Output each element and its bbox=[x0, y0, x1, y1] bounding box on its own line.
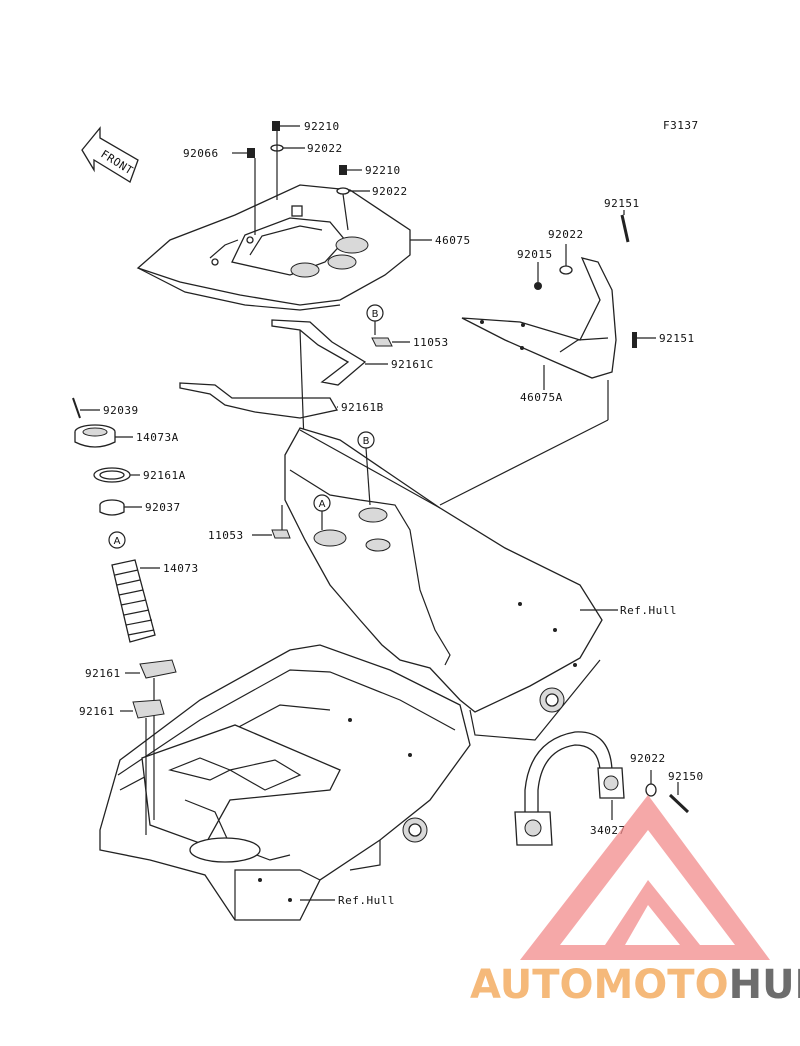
callout-a-hull-text: A bbox=[319, 499, 326, 510]
clip-11053-b bbox=[271, 529, 291, 539]
cap-14073A bbox=[74, 424, 116, 448]
label-92161-a: 92161 bbox=[85, 667, 121, 680]
seal-92161A bbox=[93, 467, 131, 483]
bolt-92151-b bbox=[632, 332, 637, 348]
label-92161A: 92161A bbox=[143, 469, 186, 482]
clip-92039 bbox=[72, 397, 81, 419]
label-92022-c: 92022 bbox=[548, 228, 584, 241]
gasket-92161C bbox=[271, 319, 367, 386]
label-11053-b: 11053 bbox=[208, 529, 244, 542]
upper-cover-46075 bbox=[136, 184, 411, 311]
lower-hull-ref bbox=[99, 644, 471, 921]
label-refhull-1: Ref.Hull bbox=[620, 604, 677, 617]
nut-92015 bbox=[534, 282, 542, 290]
label-92022-d: 92022 bbox=[630, 752, 666, 765]
label-sticker-92161-a bbox=[139, 659, 177, 679]
label-92022-b: 92022 bbox=[372, 185, 408, 198]
label-92151-b: 92151 bbox=[659, 332, 695, 345]
label-11053-a: 11053 bbox=[413, 336, 449, 349]
label-34027: 34027 bbox=[590, 824, 626, 837]
callout-b-hull-text: B bbox=[363, 436, 370, 447]
label-46075: 46075 bbox=[435, 234, 471, 247]
label-92037: 92037 bbox=[145, 501, 181, 514]
bolt-92066 bbox=[247, 148, 255, 158]
label-92161C: 92161C bbox=[391, 358, 434, 371]
label-92161-b: 92161 bbox=[79, 705, 115, 718]
callout-a-left bbox=[108, 531, 126, 549]
bolt-92151-a bbox=[620, 214, 630, 243]
clip-11053-a bbox=[371, 337, 393, 347]
label-92210-b: 92210 bbox=[365, 164, 401, 177]
clamp-92037 bbox=[99, 499, 125, 516]
washer-92022-b bbox=[336, 187, 350, 195]
label-14073: 14073 bbox=[163, 562, 199, 575]
label-92022-a: 92022 bbox=[307, 142, 343, 155]
label-92039: 92039 bbox=[103, 404, 139, 417]
label-92066: 92066 bbox=[183, 147, 219, 160]
rear-cover-46075A bbox=[461, 257, 617, 379]
label-92015: 92015 bbox=[517, 248, 553, 261]
label-14073A: 14073A bbox=[136, 431, 179, 444]
watermark-part1: AUTOMOTO bbox=[470, 962, 729, 1008]
label-sticker-92161-b bbox=[132, 699, 165, 719]
grab-handle-34027 bbox=[514, 731, 625, 846]
label-92150: 92150 bbox=[668, 770, 704, 783]
label-46075A: 46075A bbox=[520, 391, 563, 404]
gasket-92161B bbox=[179, 382, 339, 419]
watermark-part2: HUB bbox=[729, 962, 800, 1008]
label-refhull-2: Ref.Hull bbox=[338, 894, 395, 907]
upper-hull-ref bbox=[284, 427, 603, 741]
diagram-code: F3137 bbox=[663, 119, 699, 132]
automotohub-logo bbox=[520, 795, 770, 960]
bolt-92210-a bbox=[272, 121, 280, 131]
front-arrow-icon: FRONT bbox=[81, 126, 139, 183]
bolt-92210-b bbox=[339, 165, 347, 175]
washer-92022-c bbox=[559, 265, 573, 275]
washer-92022-d bbox=[645, 783, 657, 797]
bolt-92150 bbox=[668, 793, 690, 814]
label-92151-a: 92151 bbox=[604, 197, 640, 210]
callout-b-top-text: B bbox=[372, 309, 379, 320]
callout-a-left-text: A bbox=[114, 536, 121, 547]
label-92210-a: 92210 bbox=[304, 120, 340, 133]
watermark-text: AUTOMOTOHUB bbox=[470, 962, 800, 1008]
hose-14073 bbox=[111, 559, 156, 643]
label-92161B: 92161B bbox=[341, 401, 384, 414]
